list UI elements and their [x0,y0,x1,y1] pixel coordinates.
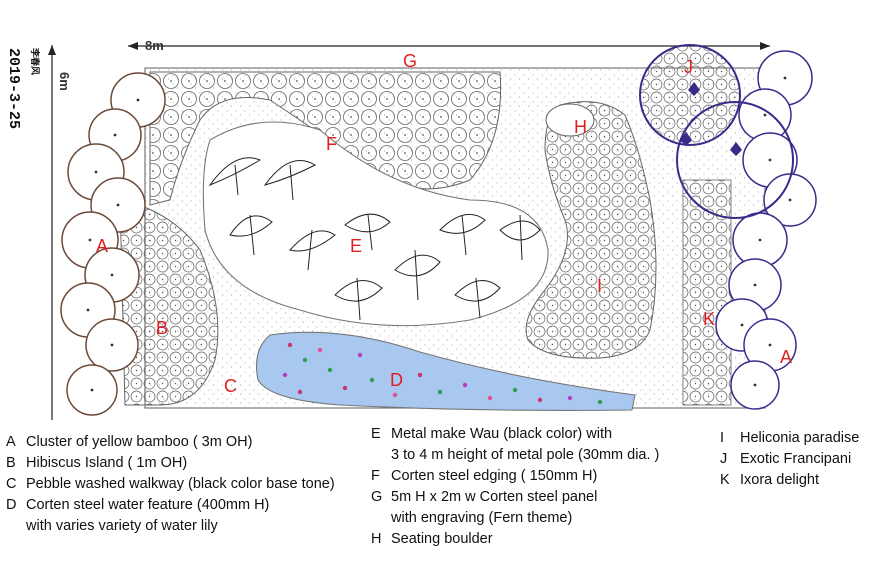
label-j: J [684,57,693,77]
width-label: 8m [145,38,164,53]
author-mark: 李春风 [29,48,39,76]
label-b: B [156,318,168,338]
legend-item-g-cont: with engraving (Fern theme) [391,510,573,526]
seating-boulder [545,103,595,137]
label-a-left: A [96,236,108,256]
date-stamp: 2019-3-25 [5,48,22,130]
label-g: G [403,51,417,71]
height-label: 6m [57,72,72,91]
label-a-right: A [780,347,792,367]
height-dimension: 6m [48,45,72,420]
bed-b [119,199,219,406]
label-d: D [390,370,403,390]
garden-plan: 8m 6m [48,38,817,420]
bed-k [682,179,732,406]
label-f: F [326,134,337,154]
wau-kites [208,157,541,321]
legend-item-d-cont: with varies variety of water lily [26,518,218,534]
bed-i [525,101,657,359]
label-c: C [224,376,237,396]
legend-item-e-cont: 3 to 4 m height of metal pole (30mm dia.… [391,447,660,463]
bamboo-cluster-left [60,72,166,416]
label-i: I [597,276,602,296]
label-k: K [703,309,715,329]
label-e: E [350,236,362,256]
water-lily-dots [282,342,603,405]
frangipani-canopy [639,44,794,219]
width-dimension: 8m [128,38,770,53]
lawn-oval [202,121,549,327]
water-feature-d [255,331,636,411]
label-h: H [574,117,587,137]
